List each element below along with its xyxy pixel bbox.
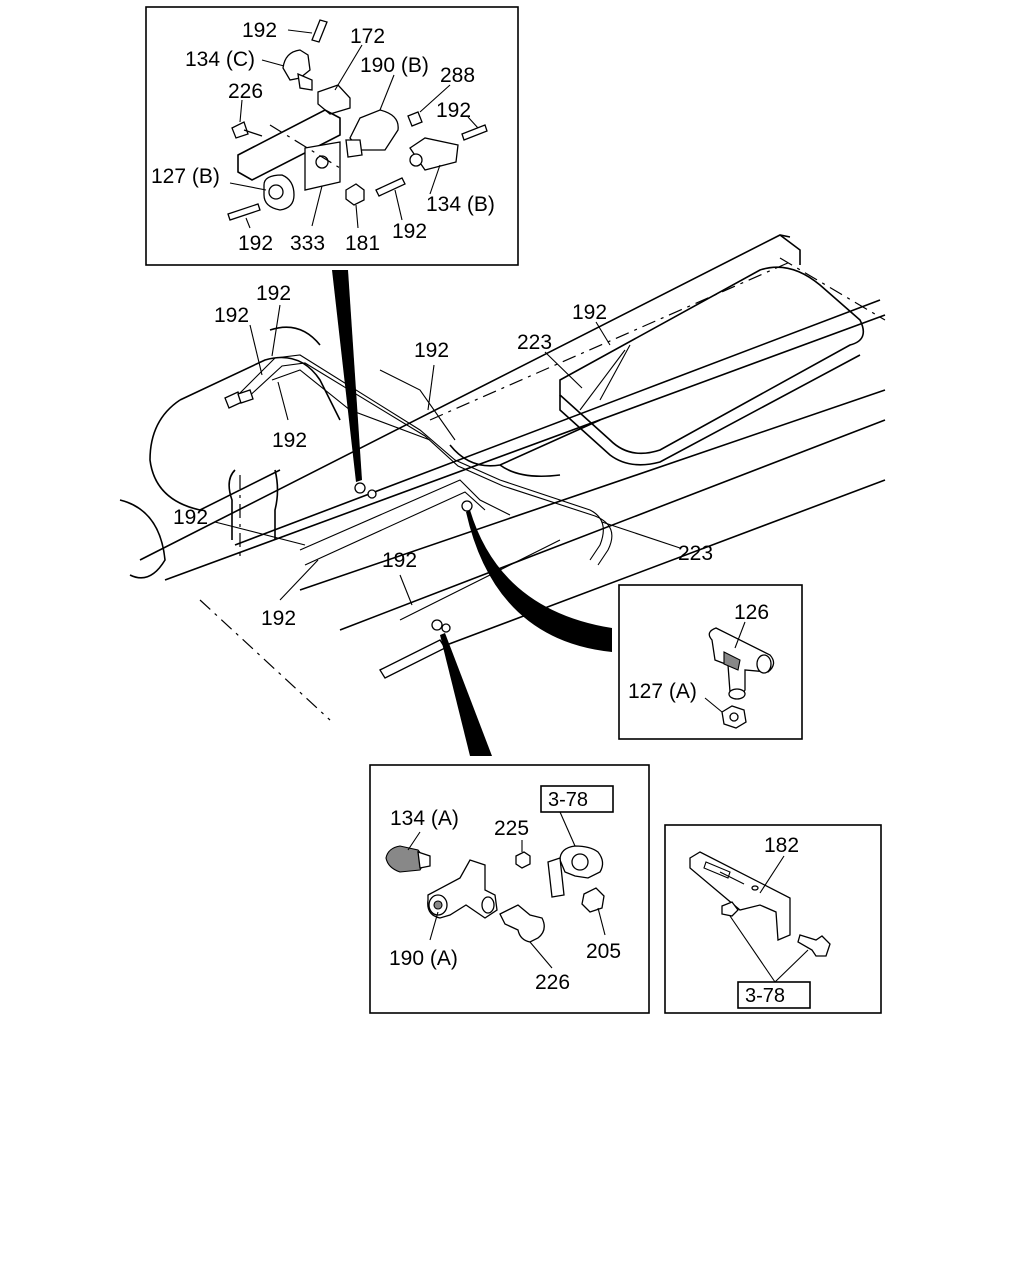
callout-134b: 134 (B) xyxy=(426,193,495,216)
callout-192-inset-b: 192 xyxy=(436,99,471,122)
callout-127a: 127 (A) xyxy=(628,680,697,703)
inset-right: 126 127 (A) xyxy=(618,584,803,740)
main-view-callouts: 192 192 192 192 223 192 192 223 192 192 xyxy=(173,282,713,630)
callout-192-main-b: 192 xyxy=(214,304,249,327)
callout-190b: 190 (B) xyxy=(360,54,429,77)
inset-bottom: 3-78 134 (A) 225 190 (A) 226 205 xyxy=(369,764,650,1014)
callout-192-main-e: 192 xyxy=(572,301,607,324)
connector-wedge-top xyxy=(332,270,362,482)
callout-192-main-f: 192 xyxy=(173,506,208,529)
callout-192-main-g: 192 xyxy=(382,549,417,572)
callout-134c: 134 (C) xyxy=(185,48,255,71)
callout-226-bottom: 226 xyxy=(535,971,570,994)
callout-192-inset-d: 192 xyxy=(392,220,427,243)
callout-226-inset: 226 xyxy=(228,80,263,103)
callout-192-main-a: 192 xyxy=(256,282,291,305)
callout-288: 288 xyxy=(440,64,475,87)
callout-192-main-c: 192 xyxy=(272,429,307,452)
callout-225: 225 xyxy=(494,817,529,840)
callout-190a: 190 (A) xyxy=(389,947,458,970)
inset-bracket: 182 3-78 xyxy=(664,824,882,1014)
ref-3-78-bracket: 3-78 xyxy=(745,985,785,1007)
callout-192-inset-c: 192 xyxy=(238,232,273,255)
callout-192-main-h: 192 xyxy=(261,607,296,630)
callout-172: 172 xyxy=(350,25,385,48)
callout-333: 333 xyxy=(290,232,325,255)
inset-top-left: 192 134 (C) 172 190 (B) 288 226 192 127 … xyxy=(145,6,519,266)
callout-182: 182 xyxy=(764,834,799,857)
callout-126: 126 xyxy=(734,601,769,624)
callout-134a: 134 (A) xyxy=(390,807,459,830)
callout-192-inset-a: 192 xyxy=(242,19,277,42)
callout-181: 181 xyxy=(345,232,380,255)
callout-192-main-d: 192 xyxy=(414,339,449,362)
callout-223-main-b: 223 xyxy=(678,542,713,565)
connector-wedge-right xyxy=(466,510,612,652)
chassis-frame-drawing xyxy=(119,234,886,721)
callout-205: 205 xyxy=(586,940,621,963)
main-leaders xyxy=(214,304,681,606)
callout-127b: 127 (B) xyxy=(151,165,220,188)
ref-3-78-bottom: 3-78 xyxy=(548,789,588,811)
ref-box-3-78-bracket xyxy=(737,981,811,1009)
ref-box-3-78-bottom xyxy=(540,785,614,813)
callout-223-main-a: 223 xyxy=(517,331,552,354)
connector-wedge-bottom xyxy=(440,633,492,756)
